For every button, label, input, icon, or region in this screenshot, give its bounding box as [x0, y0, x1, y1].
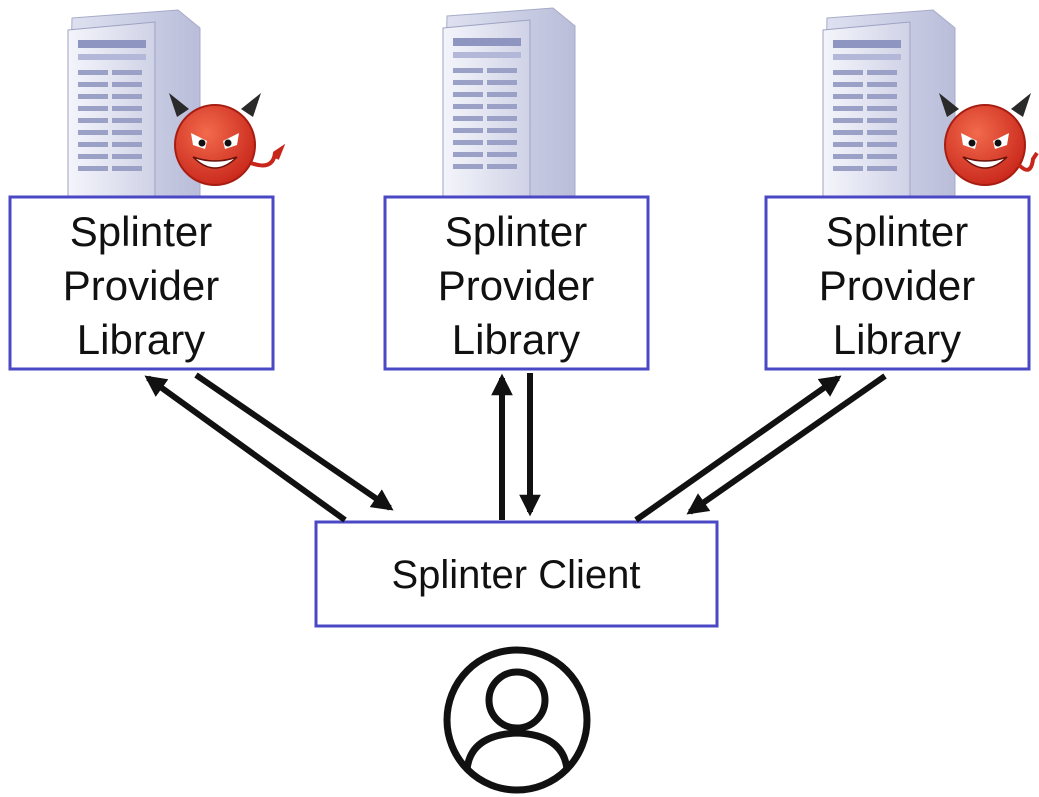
server-icon [442, 7, 576, 209]
provider-box: Splinter Provider Library [764, 195, 1031, 371]
client-box: Splinter Client [314, 520, 719, 628]
server-icon [822, 9, 956, 211]
provider-label-line: Provider [63, 262, 219, 309]
provider-label-line: Library [77, 316, 205, 363]
arrow-to-provider-right [634, 375, 842, 523]
client-label: Splinter Client [391, 553, 640, 597]
devil-icon [169, 93, 286, 186]
user-icon [443, 646, 591, 794]
arrow-to-client-from-right [686, 373, 887, 515]
server-icon [67, 9, 201, 211]
provider-label-line: Splinter [70, 208, 212, 255]
provider-label-line: Splinter [445, 208, 587, 255]
provider-label-line: Splinter [826, 208, 968, 255]
arrow-to-client-from-left [194, 372, 394, 511]
provider-box: Splinter Provider Library [8, 195, 275, 371]
provider-label-line: Library [833, 316, 961, 363]
provider-label-line: Provider [819, 262, 975, 309]
devil-icon [939, 93, 1039, 186]
arrow-to-provider-left [144, 375, 347, 523]
provider-box: Splinter Provider Library [383, 195, 650, 371]
provider-label-line: Library [452, 316, 580, 363]
provider-label-line: Provider [438, 262, 594, 309]
